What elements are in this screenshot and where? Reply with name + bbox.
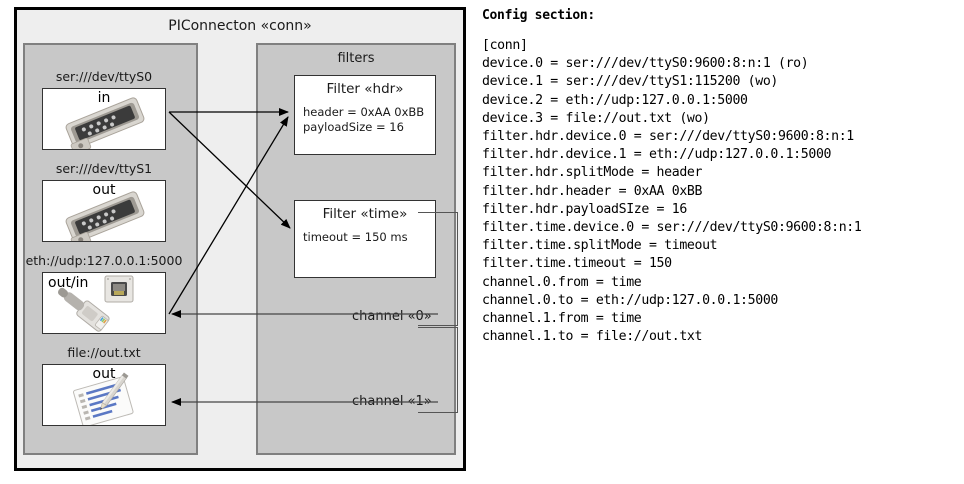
filter-title: Filter «time» [322,206,408,222]
device-ser-ttys0[interactable]: ser:///dev/ttyS0 in [42,69,166,150]
device-io-label: in [97,90,111,106]
channel-1-route [418,327,458,413]
config-lines: [conn] device.0 = ser:///dev/ttyS0:9600:8… [482,37,956,346]
config-line: filter.hdr.header = 0xAA 0xBB [482,183,703,199]
channel-0-label: channel «0» [352,309,432,324]
device-box[interactable]: out/in [42,272,166,334]
devices-panel: ser:///dev/ttyS0 in [23,43,198,455]
config-line: filter.hdr.device.0 = ser:///dev/ttyS0:9… [482,129,854,145]
config-line: device.0 = ser:///dev/ttyS0:9600:8:n:1 (… [482,56,809,72]
device-label: file://out.txt [67,345,141,360]
diagram-title: PIConnecton «conn» [168,18,312,34]
device-label: ser:///dev/ttyS0 [55,69,153,84]
config-line: channel.1.to = file://out.txt [482,329,703,345]
filter-prop: timeout = 150 ms [303,230,408,244]
ethernet-plug-icon [43,273,165,333]
config-line: filter.hdr.payloadSIze = 16 [482,201,687,217]
channel-1-label: channel «1» [352,394,432,409]
config-section: Config section: [conn] device.0 = ser:///… [482,8,956,346]
channel-0-route [418,212,458,326]
config-line: filter.time.timeout = 150 [482,256,672,272]
filters-panel: filters Filter «hdr» header = 0xAA 0xBB … [256,43,458,455]
config-line: filter.hdr.device.1 = eth://udp:127.0.0.… [482,147,832,163]
config-line: device.2 = eth://udp:127.0.0.1:5000 [482,92,748,108]
device-eth-udp[interactable]: eth://udp:127.0.0.1:5000 out/in [26,253,182,334]
filter-title: Filter «hdr» [326,81,404,97]
device-box[interactable]: out [42,364,166,426]
config-line: filter.time.splitMode = timeout [482,238,718,254]
config-line: device.3 = file://out.txt (wo) [482,110,710,126]
filter-hdr-box[interactable]: Filter «hdr» header = 0xAA 0xBB payloadS… [294,75,436,155]
config-line: device.1 = ser:///dev/ttyS1:115200 (wo) [482,74,778,90]
device-ser-ttys1[interactable]: ser:///dev/ttyS1 out [42,161,166,242]
text-file-icon [43,365,165,425]
config-line: filter.time.device.0 = ser:///dev/ttyS0:… [482,220,862,236]
config-line: channel.0.from = time [482,274,642,290]
config-line: filter.hdr.splitMode = header [482,165,703,181]
config-line: channel.0.to = eth://udp:127.0.0.1:5000 [482,292,778,308]
config-line: channel.1.from = time [482,311,642,327]
filter-prop: header = 0xAA 0xBB [303,105,425,119]
device-io-label: out [92,182,116,198]
serial-port-icon [43,89,165,149]
device-box[interactable]: in [42,88,166,150]
device-io-label: out/in [48,275,89,291]
device-file-out[interactable]: file://out.txt out [42,345,166,426]
device-label: eth://udp:127.0.0.1:5000 [25,253,183,268]
filters-panel-title: filters [337,51,375,66]
device-io-label: out [92,366,116,382]
filter-prop: payloadSize = 16 [303,120,404,134]
connector-diagram-frame: PIConnecton «conn» ser:///dev/ttyS0 in [14,7,466,471]
config-line: [conn] [482,38,528,53]
serial-port-icon [43,181,165,241]
config-heading: Config section: [482,8,595,23]
device-box[interactable]: out [42,180,166,242]
device-label: ser:///dev/ttyS1 [55,161,153,176]
filter-time-box[interactable]: Filter «time» timeout = 150 ms [294,200,436,278]
